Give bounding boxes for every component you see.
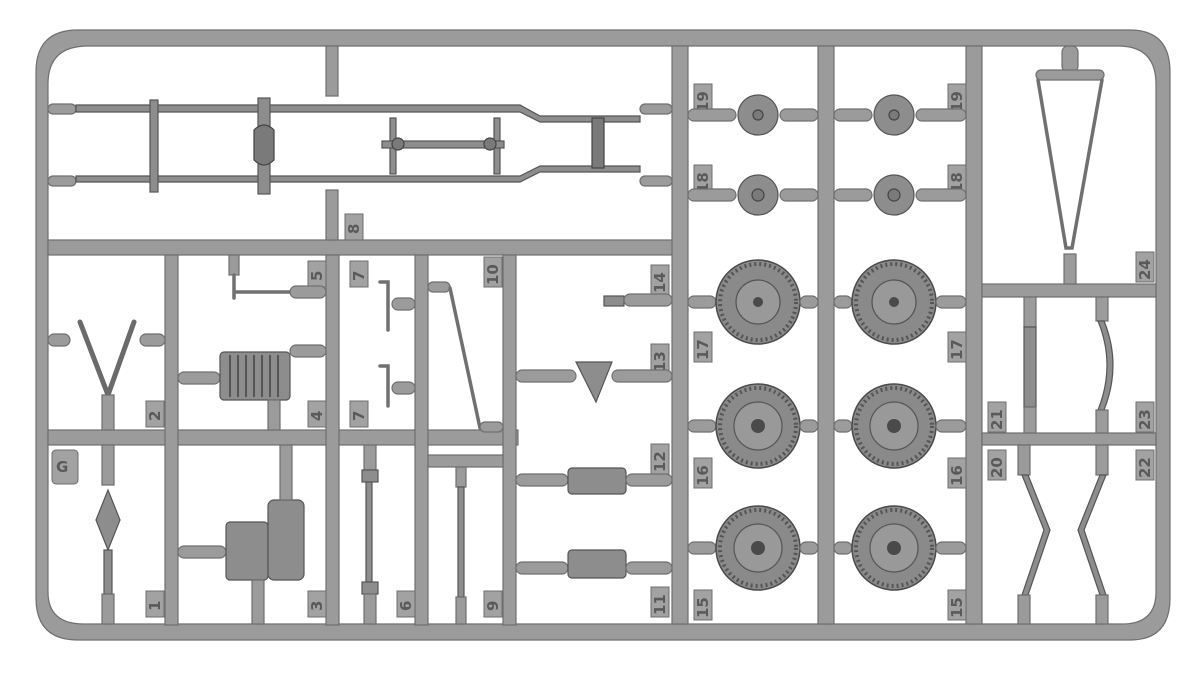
axle-part-1 [95,444,121,625]
block-part-11 [515,549,673,579]
hub-part-19-left [687,94,819,136]
part-label-1: 1 [146,601,164,611]
sprue-letter: G [56,458,68,476]
part-label-17-right: 17 [948,339,966,360]
part-21 [1023,296,1037,434]
hub-part-18-right [833,174,967,216]
part-label-15-right: 15 [948,597,966,618]
hub-part-18-left [687,174,819,216]
part-label-13: 13 [651,351,669,372]
part-label-19-left: 19 [694,91,712,112]
rod-part-6 [361,444,379,625]
bracket-part-5 [228,254,327,300]
a-frame-part-24 [1035,45,1105,285]
part-label-10: 10 [484,264,502,285]
part-label-23: 23 [1136,409,1154,430]
part-label-5: 5 [308,271,326,281]
part-label-2: 2 [146,411,164,421]
leaf-spring-part-23 [1095,296,1114,434]
wheel-part-17-left [687,259,819,345]
part-label-24: 24 [1136,259,1154,280]
wheel-part-15-left [687,505,819,591]
part-label-20: 20 [988,457,1006,478]
part-label-9: 9 [484,601,502,611]
leaf-spring-part-22 [1077,444,1109,625]
part-number-tabs: G 1 2 3 4 5 6 7 7 8 9 10 11 12 13 14 15 … [51,83,1155,621]
part-label-11: 11 [651,594,669,615]
block-part-12 [515,467,673,495]
wheel-part-16-right [833,383,967,469]
part-label-7-bottom: 7 [350,411,368,421]
wheel-part-16-left [687,383,819,469]
part-label-16-left: 16 [694,465,712,486]
part-label-7-top: 7 [350,271,368,281]
part-label-16-right: 16 [948,465,966,486]
hook-part-7 [378,280,416,408]
sprue-outer-frame [35,29,1171,641]
wheel-part-17-right [833,259,967,345]
part-label-12: 12 [651,451,669,472]
part-14 [603,293,673,307]
gearbox-part-3 [177,444,305,625]
leaf-spring-part-20 [1017,444,1051,625]
wheel-part-15-right [833,505,967,591]
sprue-letter-tab [51,449,79,485]
v-bracket-part [47,319,166,431]
shaft-part-9 [455,466,467,625]
part-label-3: 3 [308,601,326,611]
chassis-frame-part [47,97,673,195]
part-label-15-left: 15 [694,597,712,618]
part-label-19-right: 19 [948,91,966,112]
part-label-6: 6 [397,601,415,611]
hub-part-19-right [833,94,967,136]
part-label-18-right: 18 [948,172,966,193]
part-label-4: 4 [308,411,326,421]
part-label-14: 14 [651,272,669,293]
bell-crank-part [515,361,673,404]
part-label-22: 22 [1136,457,1154,478]
part-label-8: 8 [345,224,363,234]
radiator-part [177,344,327,431]
rod-part-10 [427,281,504,433]
part-label-17-left: 17 [694,339,712,360]
part-label-21: 21 [988,409,1006,430]
part-label-18-left: 18 [694,172,712,193]
